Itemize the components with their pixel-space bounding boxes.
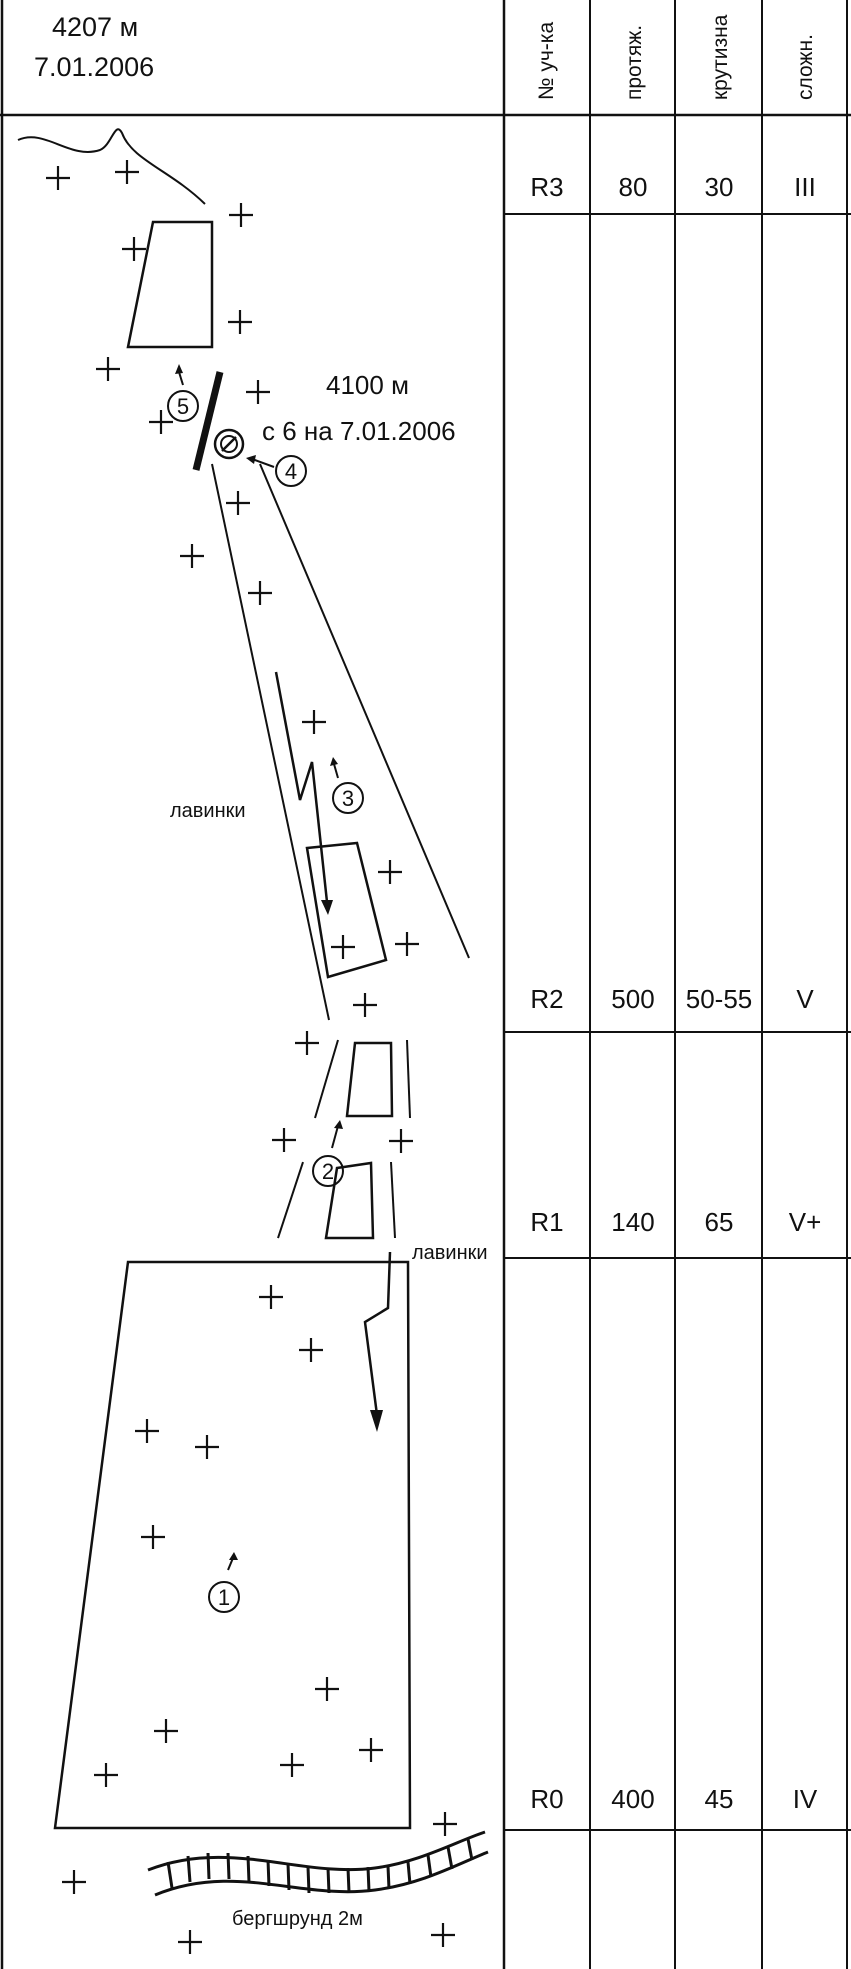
no-entry-circle-icon xyxy=(213,428,245,460)
rock-slab-narrows-lower xyxy=(324,1161,375,1240)
avalanche-arrow-lower xyxy=(363,1251,392,1432)
ridge-line xyxy=(17,128,206,205)
row-section: R3 xyxy=(530,172,563,202)
row-difficulty: V+ xyxy=(789,1207,822,1237)
plus-icon xyxy=(228,310,252,334)
route-marker-label: 3 xyxy=(342,786,354,811)
plus-icon xyxy=(302,710,326,734)
plus-icon xyxy=(180,544,204,568)
plus-icon xyxy=(122,237,146,261)
bivouac-date-label: с 6 на 7.01.2006 xyxy=(262,416,456,446)
rock-slab-couloir xyxy=(305,841,388,979)
narrows-left-upper xyxy=(314,1039,339,1119)
plus-icon xyxy=(135,1419,159,1443)
plus-icon xyxy=(229,203,253,227)
plus-icon xyxy=(433,1812,457,1836)
route-marker-label: 2 xyxy=(322,1159,334,1184)
table-row: R2 500 50-55 V xyxy=(530,984,814,1014)
avalanche-label-upper: лавинки xyxy=(170,800,246,822)
bergschrund xyxy=(147,1830,489,1897)
plus-icon xyxy=(272,1128,296,1152)
plus-icon xyxy=(295,1031,319,1055)
plus-icon xyxy=(246,380,270,404)
row-length: 400 xyxy=(611,1784,654,1814)
summit-altitude: 4207 м xyxy=(52,12,138,42)
route-marker-label: 5 xyxy=(177,394,189,419)
row-steepness: 65 xyxy=(705,1207,734,1237)
plus-icon xyxy=(353,993,377,1017)
plus-icon xyxy=(154,1719,178,1743)
summit-date: 7.01.2006 xyxy=(34,52,154,82)
plus-icon xyxy=(94,1763,118,1787)
plus-icon xyxy=(378,860,402,884)
rock-slab-top xyxy=(126,220,214,349)
column-header-difficulty: сложн. xyxy=(794,34,817,100)
avalanche-label-lower: лавинки xyxy=(412,1242,488,1264)
row-steepness: 50-55 xyxy=(686,984,753,1014)
table-row: R0 400 45 IV xyxy=(530,1784,818,1814)
row-difficulty: V xyxy=(796,984,814,1014)
plus-icon xyxy=(315,1677,339,1701)
plus-icon xyxy=(299,1338,323,1362)
plus-icon xyxy=(149,410,173,434)
route-marker-2: 2 xyxy=(312,1120,344,1187)
bergschrund-label: бергшрунд 2м xyxy=(232,1908,363,1930)
plus-icon xyxy=(331,935,355,959)
plus-icon xyxy=(195,1435,219,1459)
plus-icon xyxy=(141,1525,165,1549)
plus-icon xyxy=(62,1870,86,1894)
column-header-section: № уч-ка xyxy=(535,22,558,100)
avalanche-arrow-upper xyxy=(274,671,333,915)
rock-slab-narrows-upper xyxy=(345,1041,394,1118)
plus-icon xyxy=(431,1923,455,1947)
row-length: 500 xyxy=(611,984,654,1014)
couloir-right-edge xyxy=(259,463,470,959)
column-header-steepness: крутизна xyxy=(709,14,732,100)
route-marker-label: 1 xyxy=(218,1585,230,1610)
plus-icon xyxy=(178,1930,202,1954)
narrows-right-lower xyxy=(390,1161,396,1239)
plus-icon xyxy=(359,1738,383,1762)
row-section: R0 xyxy=(530,1784,563,1814)
row-steepness: 45 xyxy=(705,1784,734,1814)
row-length: 80 xyxy=(619,172,648,202)
plus-icon xyxy=(226,491,250,515)
plus-icon xyxy=(395,932,419,956)
route-marker-5: 5 xyxy=(167,364,199,422)
plus-icon xyxy=(259,1285,283,1309)
rock-slab-lower xyxy=(53,1260,412,1830)
narrows-left-lower xyxy=(277,1161,304,1239)
bivouac-altitude-label: 4100 м xyxy=(326,370,409,400)
plus-icon xyxy=(389,1129,413,1153)
bivouac-wall xyxy=(192,371,224,471)
plus-icon xyxy=(46,166,70,190)
plus-icon xyxy=(248,581,272,605)
row-steepness: 30 xyxy=(705,172,734,202)
rock-markers xyxy=(46,160,457,1954)
route-marker-label: 4 xyxy=(285,459,297,484)
narrows-right-upper xyxy=(406,1039,411,1119)
route-marker-4: 4 xyxy=(246,455,307,487)
table-row: R1 140 65 V+ xyxy=(530,1207,821,1237)
plus-icon xyxy=(96,357,120,381)
row-section: R2 xyxy=(530,984,563,1014)
row-difficulty: IV xyxy=(793,1784,818,1814)
route-marker-3: 3 xyxy=(330,757,364,814)
table-row: R3 80 30 III xyxy=(530,172,815,202)
row-length: 140 xyxy=(611,1207,654,1237)
column-header-length: протяж. xyxy=(623,25,646,100)
plus-icon xyxy=(115,160,139,184)
route-marker-1: 1 xyxy=(208,1552,240,1613)
row-section: R1 xyxy=(530,1207,563,1237)
row-difficulty: III xyxy=(794,172,816,202)
plus-icon xyxy=(280,1753,304,1777)
couloir-left-edge xyxy=(211,463,330,1021)
